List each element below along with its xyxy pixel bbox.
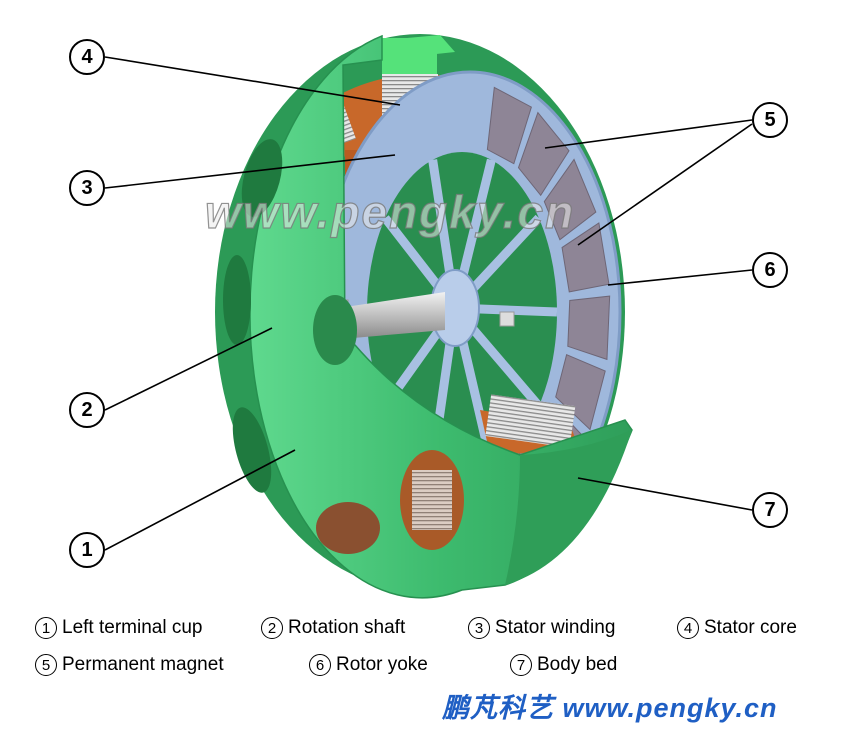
watermark-text: www.pengky.cn [205, 186, 575, 238]
callout-6: 6 [752, 252, 788, 288]
magnet-segment [555, 354, 606, 431]
svg-text:7: 7 [764, 499, 775, 521]
leader-lines [104, 56, 753, 551]
callout-7: 7 [752, 492, 788, 528]
left-terminal-cup [223, 34, 633, 599]
magnet-segment [543, 158, 597, 241]
callout-4: 4 [69, 39, 105, 75]
callout-2: 2 [69, 392, 105, 428]
callout-5: 5 [752, 102, 788, 138]
callout-3: 3 [69, 170, 105, 206]
svg-text:6: 6 [764, 259, 775, 281]
svg-text:2: 2 [81, 399, 92, 421]
brand-text: 鹏芃科艺 www.pengky.cn [442, 693, 778, 723]
magnet-segment [561, 222, 610, 293]
svg-text:5: 5 [764, 109, 775, 131]
svg-text:4: 4 [81, 46, 93, 68]
magnet-segment [486, 86, 532, 165]
magnet-segment [517, 111, 570, 197]
magnet-segment [567, 295, 611, 361]
callout-1: 1 [69, 532, 105, 568]
motor-diagram: www.pengky.cn 1 2 3 4 5 6 7 [69, 34, 788, 599]
svg-text:3: 3 [81, 177, 92, 199]
svg-text:1: 1 [81, 539, 92, 561]
